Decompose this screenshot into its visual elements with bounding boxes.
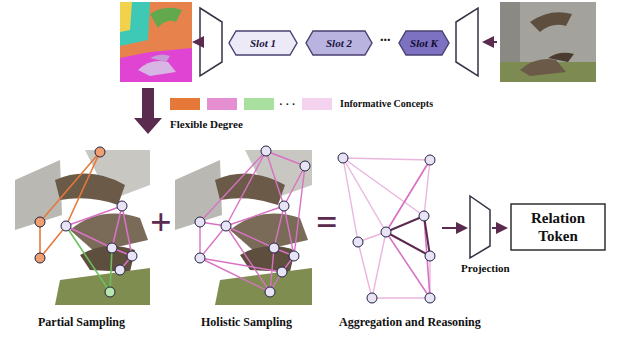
arrow [194, 41, 199, 43]
caption-label: Holistic Sampling [201, 316, 292, 328]
partial-sampling-picture [15, 147, 150, 305]
caption-label: Flexible Degree [170, 119, 243, 130]
down-arrow [134, 88, 162, 134]
arrow [492, 227, 506, 229]
slot-label: Slot 1 [250, 37, 276, 49]
segmentation-image [120, 2, 192, 82]
concept-bar [244, 98, 274, 110]
outline [229, 31, 297, 55]
caption-label: Projection [461, 263, 510, 274]
token-label: Relation Token [522, 209, 594, 245]
aggregation-graph [338, 153, 435, 303]
token-box: Relation Token [510, 203, 606, 251]
outline [511, 204, 605, 250]
holistic-sampling-picture [175, 146, 312, 305]
operator-symbol: = [316, 203, 338, 241]
decoder [200, 8, 222, 76]
projection-block [470, 196, 490, 258]
caption-label: Aggregation and Reasoning [339, 316, 481, 328]
concept-bar [170, 98, 200, 110]
outline [399, 31, 449, 55]
arrow [442, 227, 466, 229]
concept-bar [207, 98, 237, 110]
operator-symbol: + [150, 203, 172, 241]
slot-hexagon: Slot 1 [228, 30, 298, 56]
slot-hexagon: Slot 2 [305, 30, 373, 56]
encoder [456, 8, 478, 76]
slot-label: Slot 2 [326, 37, 352, 49]
caption-label: Informative Concepts [340, 99, 433, 109]
caption-label: ... [380, 30, 391, 44]
caption-label: Partial Sampling [38, 316, 125, 328]
slot-label: Slot K [410, 37, 438, 49]
slot-hexagon: Slot K [398, 30, 450, 56]
input-photo [500, 2, 596, 82]
caption-label: · · · [279, 99, 296, 110]
arrow [484, 41, 497, 43]
concept-bar [302, 98, 332, 110]
outline [306, 31, 372, 55]
